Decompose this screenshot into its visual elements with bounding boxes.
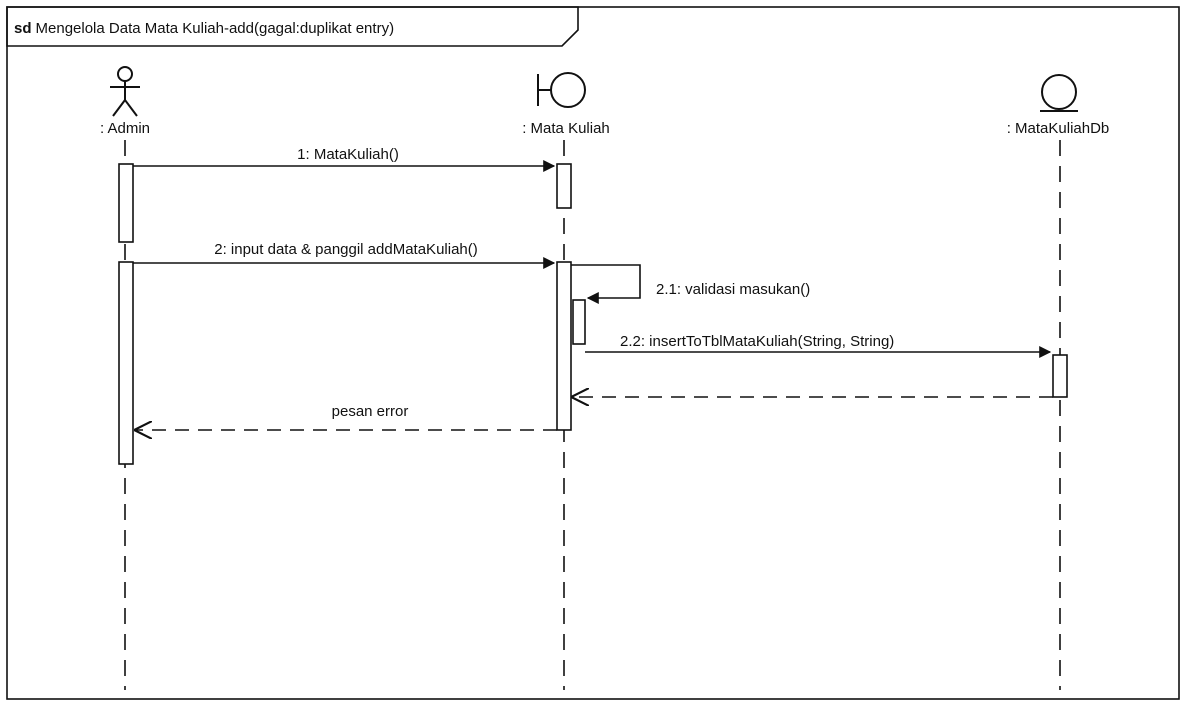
message-label-1: 1: MataKuliah()	[297, 146, 399, 163]
lifeline-label-matakuliahdb: : MataKuliahDb	[1007, 120, 1110, 137]
frame-border	[6, 6, 1180, 700]
message-arrow-2-1	[571, 264, 641, 304]
message-label-2-2: 2.2: insertToTblMataKuliah(String, Strin…	[620, 333, 894, 350]
activation-mata-kuliah-2	[556, 261, 572, 431]
activation-mata-kuliah-1	[556, 163, 572, 209]
message-label-2-1: 2.1: validasi masukan()	[656, 281, 810, 298]
actor-icon	[110, 66, 140, 117]
activation-admin-2	[118, 261, 134, 465]
boundary-icon	[537, 72, 586, 108]
activation-admin-1	[118, 163, 134, 243]
lifeline-label-mata-kuliah: : Mata Kuliah	[522, 120, 610, 137]
lifeline-label-admin: : Admin	[100, 120, 150, 137]
activation-mata-kuliah-nested	[572, 299, 586, 345]
activation-matakuliahdb	[1052, 354, 1068, 398]
entity-icon	[1040, 74, 1078, 112]
frame-title-tab	[6, 6, 579, 47]
frame-title-text: Mengelola Data Mata Kuliah-add(gagal:dup…	[36, 20, 395, 37]
frame-keyword: sd	[14, 20, 32, 37]
message-label-2: 2: input data & panggil addMataKuliah()	[214, 241, 478, 258]
message-label-error: pesan error	[332, 403, 409, 420]
